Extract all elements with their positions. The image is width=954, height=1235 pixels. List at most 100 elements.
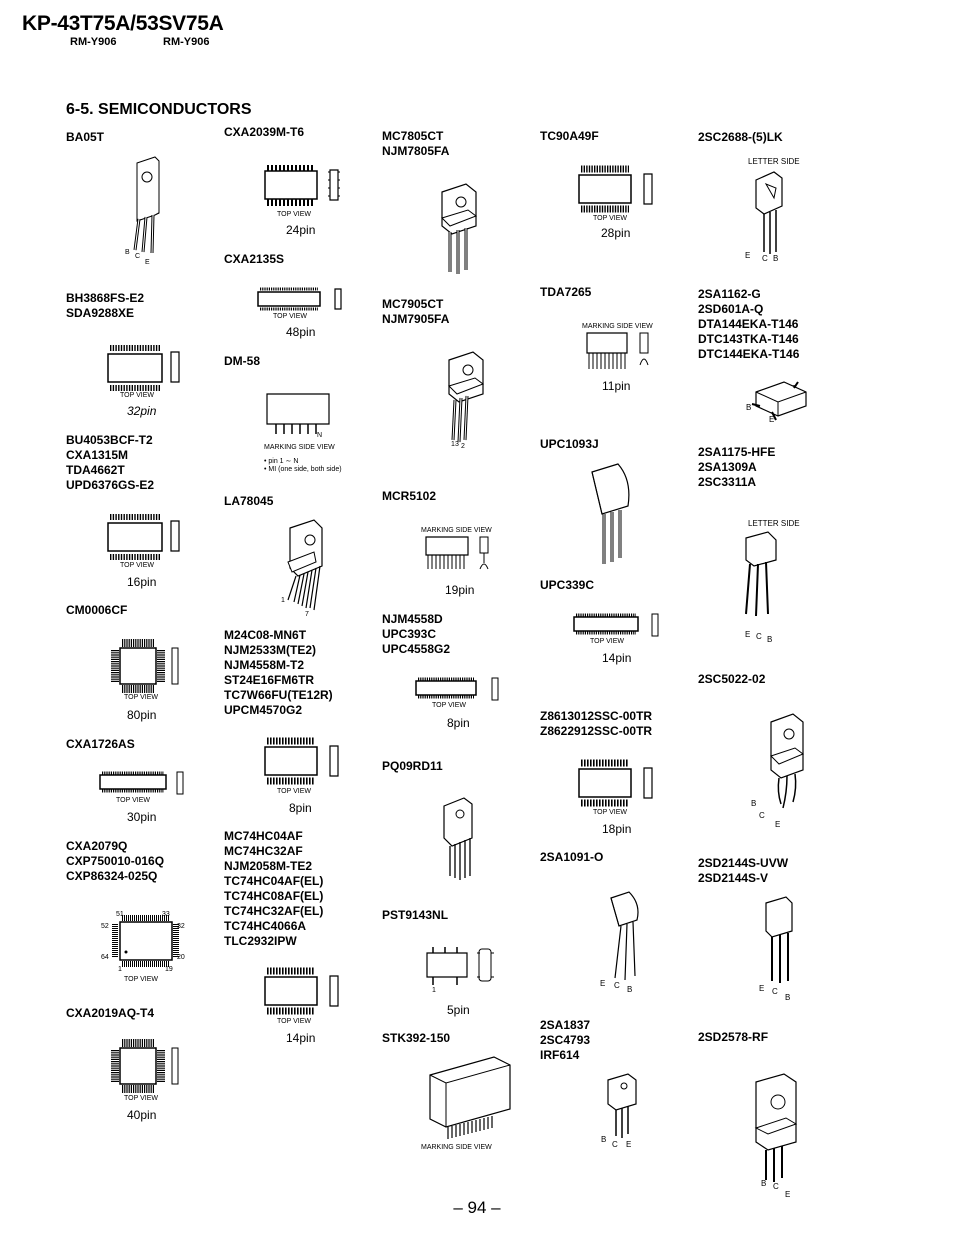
- pin-count: 32pin: [127, 404, 157, 418]
- cxa2039-sop24-icon: [262, 165, 340, 206]
- lead-letter: 1: [281, 597, 285, 604]
- part-tc90a49f: TC90A49F: [540, 129, 599, 143]
- part-pq09rd11: PQ09RD11: [382, 759, 443, 773]
- lead-letter: 52: [101, 923, 109, 930]
- lead-letter: B: [627, 985, 633, 994]
- view-caption: TOP VIEW: [273, 313, 307, 320]
- view-caption: TOP VIEW: [432, 702, 466, 709]
- lead-letter: C: [612, 1140, 618, 1149]
- lead-letter: E: [600, 979, 606, 988]
- view-caption: LETTER SIDE: [748, 519, 800, 528]
- lead-letter: B: [773, 254, 779, 263]
- lead-letter: 3: [455, 441, 459, 448]
- dm58-sip-icon: [264, 392, 334, 434]
- page-number: – 94 –: [453, 1198, 501, 1217]
- lead-letter: B: [746, 403, 752, 412]
- view-caption: TOP VIEW: [124, 1095, 158, 1102]
- ba05t-package-icon: [125, 155, 165, 260]
- pin-count: 8pin: [447, 716, 470, 730]
- la78045-package-icon: [280, 518, 330, 613]
- document-title: KP-43T75A/53SV75A: [22, 12, 224, 35]
- mcr5102-sip19-icon: [424, 535, 494, 580]
- view-caption: TOP VIEW: [116, 797, 150, 804]
- sd2578-to3p-icon: [752, 1072, 802, 1182]
- lead-letter: C: [762, 254, 768, 263]
- sa1162-smd-icon: [750, 378, 810, 422]
- part-stk392: STK392-150: [382, 1031, 451, 1045]
- view-caption: TOP VIEW: [593, 215, 627, 222]
- remote-model-2: RM-Y906: [163, 36, 210, 48]
- lead-letter: E: [769, 415, 775, 424]
- view-caption: TOP VIEW: [120, 392, 154, 399]
- njm4558d-sop-icon: [414, 676, 504, 704]
- pin-count: 5pin: [447, 1003, 470, 1017]
- mc7905-to220-icon: [443, 350, 488, 445]
- part-mcr5102: MCR5102: [382, 489, 437, 503]
- part-cxa2019: CXA2019AQ-T4: [66, 1006, 155, 1020]
- z8613-sop18-icon: [576, 760, 656, 810]
- lead-letter: B: [125, 249, 130, 256]
- lead-letter: E: [785, 1190, 791, 1199]
- lead-letter: E: [745, 630, 751, 639]
- view-caption: TOP VIEW: [277, 211, 311, 218]
- remote-model-1: RM-Y906: [70, 36, 117, 48]
- mc74hc04-sop14-icon: [262, 968, 342, 1018]
- pin-count: 14pin: [286, 1031, 316, 1045]
- pq09rd11-package-icon: [438, 796, 478, 880]
- lead-letter: C: [772, 987, 778, 996]
- lead-letter: C: [759, 811, 765, 820]
- pin-count: 48pin: [286, 325, 316, 339]
- part-ba05t: BA05T: [66, 130, 105, 144]
- pst9143-package-icon: [425, 947, 494, 985]
- bu4053-sop16-icon: [105, 515, 185, 563]
- lead-letter: E: [759, 984, 765, 993]
- part-dm58: DM-58: [224, 354, 261, 368]
- pin-count: 18pin: [602, 822, 632, 836]
- pin-count: 24pin: [286, 223, 316, 237]
- cxa2135-sdip48-icon: [256, 286, 346, 314]
- part-cm0006: CM0006CF: [66, 603, 128, 617]
- view-caption: TOP VIEW: [590, 638, 624, 645]
- view-caption: MARKING SIDE VIEW: [582, 323, 653, 330]
- pin-count: 28pin: [601, 226, 631, 240]
- sd2144-to92-icon: [760, 895, 800, 983]
- dm58-note: • MI (one side, both side): [264, 466, 342, 473]
- pin-count: 8pin: [289, 801, 312, 815]
- part-sa1091: 2SA1091-O: [540, 850, 604, 864]
- lead-letter: 7: [305, 611, 309, 618]
- upc1093j-to92-icon: [588, 460, 638, 570]
- sc2688-to92-icon: [752, 168, 792, 254]
- pin-count: 14pin: [602, 651, 632, 665]
- view-caption: MARKING SIDE VIEW: [421, 527, 492, 534]
- pin-count: 19pin: [445, 583, 475, 597]
- part-pst9143: PST9143NL: [382, 908, 449, 922]
- lead-letter: E: [745, 251, 751, 260]
- pin-count: 80pin: [127, 708, 157, 722]
- lead-letter: 51: [116, 911, 124, 918]
- lead-letter: B: [761, 1179, 767, 1188]
- part-tda7265: TDA7265: [540, 285, 592, 299]
- bh3868-sop32-icon: [105, 346, 185, 394]
- lead-letter: B: [785, 993, 791, 1002]
- cm0006-qfp80-icon: [112, 640, 187, 695]
- section-title: 6-5. SEMICONDUCTORS: [66, 101, 252, 118]
- lead-letter: 2: [461, 443, 465, 450]
- part-cxa2135: CXA2135S: [224, 252, 285, 266]
- view-caption: TOP VIEW: [120, 562, 154, 569]
- lead-letter: C: [773, 1182, 779, 1191]
- lead-letter: C: [756, 632, 762, 641]
- lead-letter: B: [751, 799, 757, 808]
- pin-count: 16pin: [127, 575, 157, 589]
- sa1091-to92-icon: [605, 890, 645, 982]
- sa1837-to220-icon: [604, 1072, 644, 1138]
- sa1175-to92-icon: [740, 530, 785, 620]
- lead-letter: N: [317, 432, 323, 439]
- tc90a49f-sop28-icon: [576, 166, 656, 216]
